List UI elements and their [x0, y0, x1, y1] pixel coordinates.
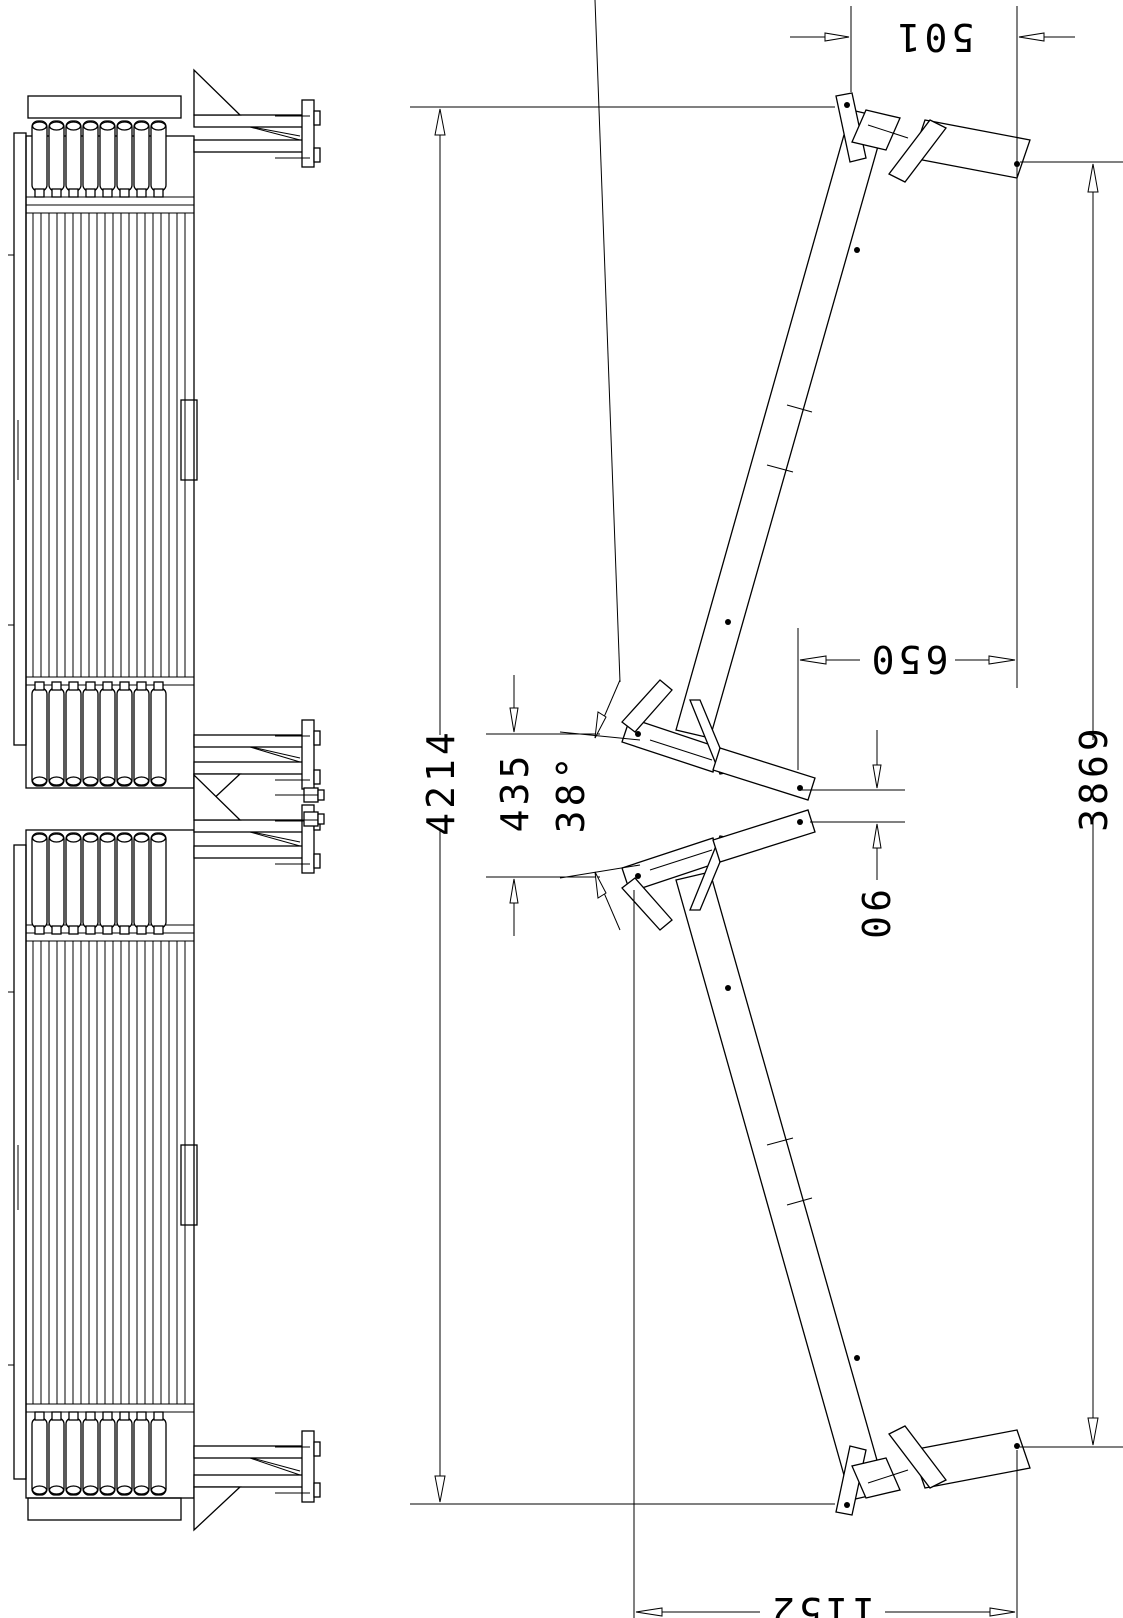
dimension-lines: [410, 0, 1123, 1618]
dim-overall-length: 4214: [419, 728, 463, 836]
dim-spacing: 435: [493, 752, 537, 833]
left-unit-bottom: [8, 829, 198, 1521]
mounting-brackets: [193, 68, 325, 1532]
dim-angle: 38°: [549, 753, 593, 834]
dim-inner-length: 3869: [1072, 724, 1116, 832]
dim-bottom-width: 1152: [768, 1589, 876, 1618]
frame-arms: [621, 92, 1031, 1516]
dim-mid-offset: 650: [868, 637, 949, 681]
dim-hinge-gap: 90: [853, 889, 897, 943]
left-unit-top: [8, 95, 198, 789]
dim-top-offset: 501: [894, 15, 975, 59]
